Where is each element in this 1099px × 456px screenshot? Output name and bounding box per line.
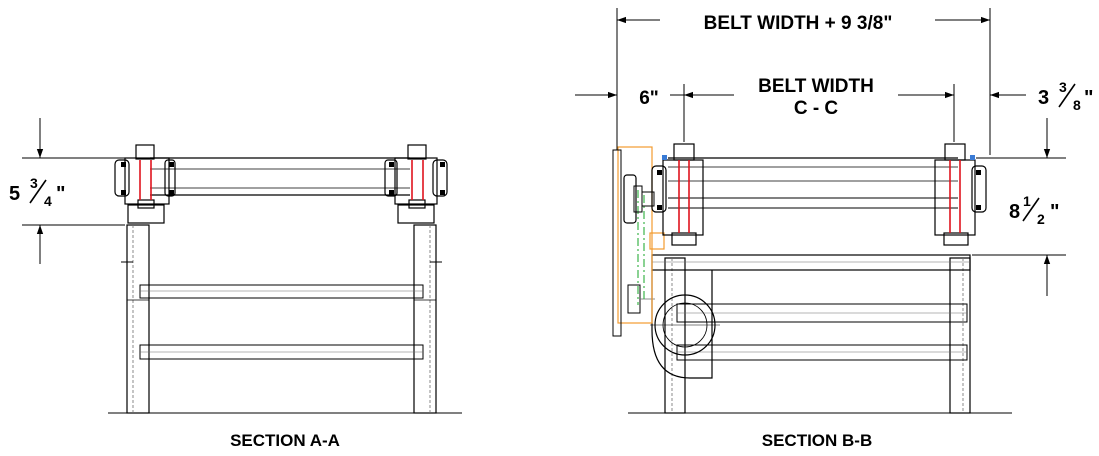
left-offset-label: 6": [639, 88, 659, 109]
svg-text:8: 8: [1009, 201, 1020, 223]
label-bg-belt: [738, 82, 894, 104]
chain-guard-b: [612, 146, 665, 337]
label-8-1-2: 8 1 2 ": [1009, 193, 1059, 227]
svg-text:8: 8: [1073, 97, 1081, 113]
height-dimension-b: [972, 118, 1066, 296]
svg-text:3: 3: [1038, 87, 1049, 109]
label-5-3-4: 5 3 4 ": [9, 175, 65, 209]
label-3-3-8: 3 3 8 ": [1038, 79, 1093, 113]
label-bg-overall: [664, 10, 932, 32]
left-leg-b: [664, 257, 686, 414]
overall-width-label: BELT WIDTH + 9 3/8": [704, 13, 893, 34]
cross-braces-a: [139, 284, 424, 360]
svg-text:": ": [56, 183, 65, 205]
drive-sprocket-b: [623, 174, 655, 224]
belt-width-label: BELT WIDTH: [758, 76, 874, 97]
left-bearing-b: [651, 143, 704, 246]
svg-text:5: 5: [9, 183, 20, 205]
svg-text:": ": [1084, 87, 1093, 109]
right-leg-b: [949, 257, 971, 414]
section-a-title: SECTION A-A: [230, 431, 340, 450]
svg-text:1: 1: [1023, 193, 1031, 209]
belt-cc-label: C - C: [794, 98, 839, 119]
section-a-view: [22, 118, 462, 414]
svg-text:3: 3: [1059, 79, 1067, 95]
overall-width-dimension: [616, 8, 991, 155]
label-bg-6: [630, 85, 668, 105]
conveyor-bed-a: [150, 157, 410, 196]
svg-text:4: 4: [44, 193, 52, 209]
svg-text:": ": [1050, 201, 1059, 223]
svg-text:3: 3: [30, 175, 38, 191]
drive-frame-b: [651, 254, 971, 361]
svg-text:2: 2: [1037, 211, 1045, 227]
left-leg-a: [121, 224, 150, 414]
left-bearing-a: [114, 144, 176, 224]
section-b-title: SECTION B-B: [762, 431, 873, 450]
belt-width-dimension: [683, 84, 955, 142]
right-bearing-b: [934, 143, 987, 246]
right-leg-a: [413, 224, 442, 414]
drive-motor-b: [627, 270, 720, 379]
height-dimension-a: [22, 118, 125, 264]
section-b-view: [575, 8, 1066, 414]
conveyor-bed-b: [668, 157, 958, 209]
right-bearing-a: [384, 144, 448, 224]
